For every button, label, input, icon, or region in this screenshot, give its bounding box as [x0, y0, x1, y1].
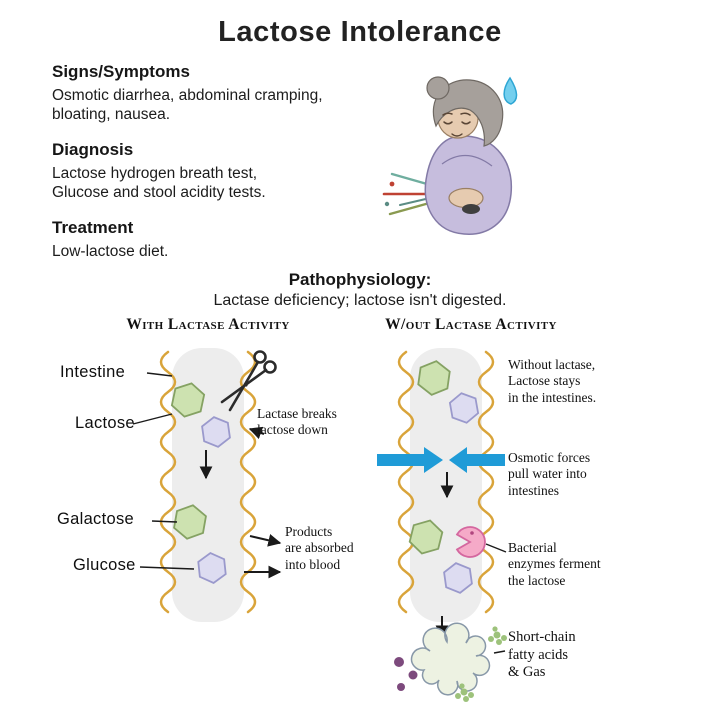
glucose-hexagon — [197, 552, 227, 584]
hair-bun — [426, 76, 450, 100]
scissors-icon — [220, 350, 277, 412]
lactose-glucose-hexagon — [201, 416, 231, 448]
section-signs-symptoms: Signs/Symptoms Osmotic diarrhea, abdomin… — [52, 62, 323, 125]
glucose-label: Glucose — [73, 556, 136, 574]
lactose-connector — [132, 413, 173, 425]
lactose-stays-annotation: Without lactase, Lactose stays in the in… — [508, 357, 597, 405]
glucose-connector — [139, 566, 195, 570]
galactose-hexagon — [173, 504, 207, 540]
gas-connector — [493, 650, 506, 654]
pathophysiology-diagram — [132, 348, 507, 702]
gas-cluster-icon — [488, 626, 507, 645]
page-title: Lactose Intolerance — [218, 16, 502, 48]
galactose-label: Galactose — [57, 510, 134, 528]
absorption-arrow-galactose — [249, 534, 282, 547]
patient-illustration — [382, 76, 518, 235]
shawl-line — [441, 154, 493, 167]
diagnosis-heading: Diagnosis — [52, 140, 134, 159]
gas-cluster-icon — [455, 683, 474, 702]
section-diagnosis: Diagnosis Lactose hydrogen breath test, … — [52, 140, 266, 203]
lactase-breaks-annotation: Lactase breaks lactose down — [257, 406, 337, 438]
sweat-drop-icon — [503, 76, 518, 105]
diagnosis-body: Lactose hydrogen breath test, Glucose an… — [52, 165, 266, 202]
retained-lactose-green-hexagon — [417, 360, 451, 396]
fermenting-purple-hexagon — [443, 562, 473, 594]
retained-lactose-purple-hexagon — [448, 392, 480, 424]
lactase-breaks-pointer-arrow — [248, 426, 265, 440]
osmotic-arrow-left — [377, 447, 443, 473]
osmotic-arrow-right — [449, 447, 505, 473]
galactose-connector — [151, 520, 178, 523]
treatment-body: Low-lactose diet. — [52, 243, 169, 260]
lactose-label: Lactose — [75, 414, 135, 432]
signs-heading: Signs/Symptoms — [52, 62, 190, 81]
patient-hair — [432, 79, 504, 147]
mouth — [451, 133, 463, 137]
section-treatment: Treatment Low-lactose diet. — [52, 218, 168, 261]
treatment-heading: Treatment — [52, 218, 134, 237]
gas-cloud-icon — [410, 622, 491, 696]
intestine-label: Intestine — [60, 363, 126, 381]
column-heading-without-lactase: W/out Lactase Activity — [385, 316, 557, 333]
patient-body — [424, 135, 513, 235]
bacteria-connector — [485, 543, 507, 553]
short-chain-fatty-acid-dots — [394, 657, 418, 691]
pathophysiology-heading: Pathophysiology: — [288, 270, 432, 289]
column-heading-with-lactase: With Lactase Activity — [126, 316, 290, 333]
osmotic-forces-annotation: Osmotic forces pull water into intestine… — [508, 450, 591, 498]
signs-body: Osmotic diarrhea, abdominal cramping, bl… — [52, 87, 323, 124]
intestine-tube-with-lactase — [159, 348, 257, 622]
short-chain-gas-annotation: Short-chain fatty acids & Gas — [508, 629, 576, 681]
held-object — [462, 204, 480, 214]
lactose-galactose-hexagon — [170, 382, 206, 418]
closed-eyes-icon — [442, 112, 471, 125]
flow-arrows — [199, 426, 454, 639]
pathophysiology-description: Lactase deficiency; lactose isn't digest… — [213, 292, 507, 309]
bacterial-ferment-annotation: Bacterial enzymes ferment the lactose — [508, 540, 601, 588]
patient-hands — [448, 187, 484, 209]
fermenting-green-hexagon — [408, 519, 444, 555]
label-connectors — [132, 372, 507, 654]
bacteria-icon — [455, 526, 486, 558]
products-absorbed-annotation: Products are absorbed into blood — [285, 524, 354, 572]
intestine-connector — [146, 372, 173, 377]
